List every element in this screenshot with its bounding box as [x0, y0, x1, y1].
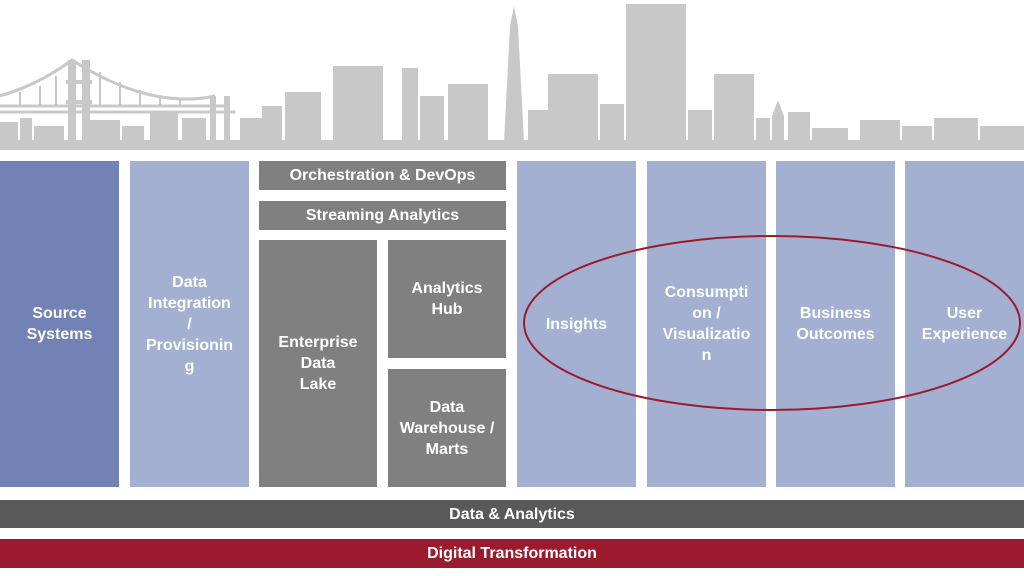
data-analytics-label: Data & Analytics [449, 505, 575, 523]
insights-block: Insights [517, 161, 636, 487]
user-experience-label: User Experience [921, 305, 1008, 343]
business-outcomes-block: Business Outcomes [776, 161, 895, 487]
streaming-analytics-label: Streaming Analytics [305, 207, 460, 224]
user-experience-block: User Experience [905, 161, 1024, 487]
consumption-visualization-label: Consumpti on / Visualizatio n [662, 284, 751, 364]
data-warehouse-label: Data Warehouse / Marts [399, 398, 495, 458]
orchestration-devops-label: Orchestration & DevOps [289, 167, 476, 184]
data-integration-block: Data Integration / Provisionin g [130, 161, 249, 487]
orchestration-devops-bar: Orchestration & DevOps [259, 161, 506, 190]
streaming-analytics-bar: Streaming Analytics [259, 201, 506, 230]
city-skyline-illustration [0, 4, 1024, 150]
digital-transformation-band: Digital Transformation [0, 539, 1024, 568]
data-analytics-band: Data & Analytics [0, 500, 1024, 528]
analytics-hub-label: Analytics Hub [411, 280, 483, 318]
data-integration-label: Data Integration / Provisionin g [145, 273, 234, 375]
consumption-visualization-block: Consumpti on / Visualizatio n [647, 161, 766, 487]
digital-transformation-label: Digital Transformation [427, 545, 597, 562]
source-systems-block: Source Systems [0, 161, 119, 487]
source-systems-label: Source Systems [26, 305, 93, 343]
insights-label: Insights [545, 315, 608, 333]
data-warehouse-block: Data Warehouse / Marts [388, 369, 506, 487]
analytics-hub-block: Analytics Hub [388, 240, 506, 358]
business-outcomes-label: Business Outcomes [796, 305, 875, 343]
enterprise-data-lake-block: Enterprise Data Lake [259, 240, 377, 487]
enterprise-data-lake-label: Enterprise Data Lake [278, 334, 358, 393]
